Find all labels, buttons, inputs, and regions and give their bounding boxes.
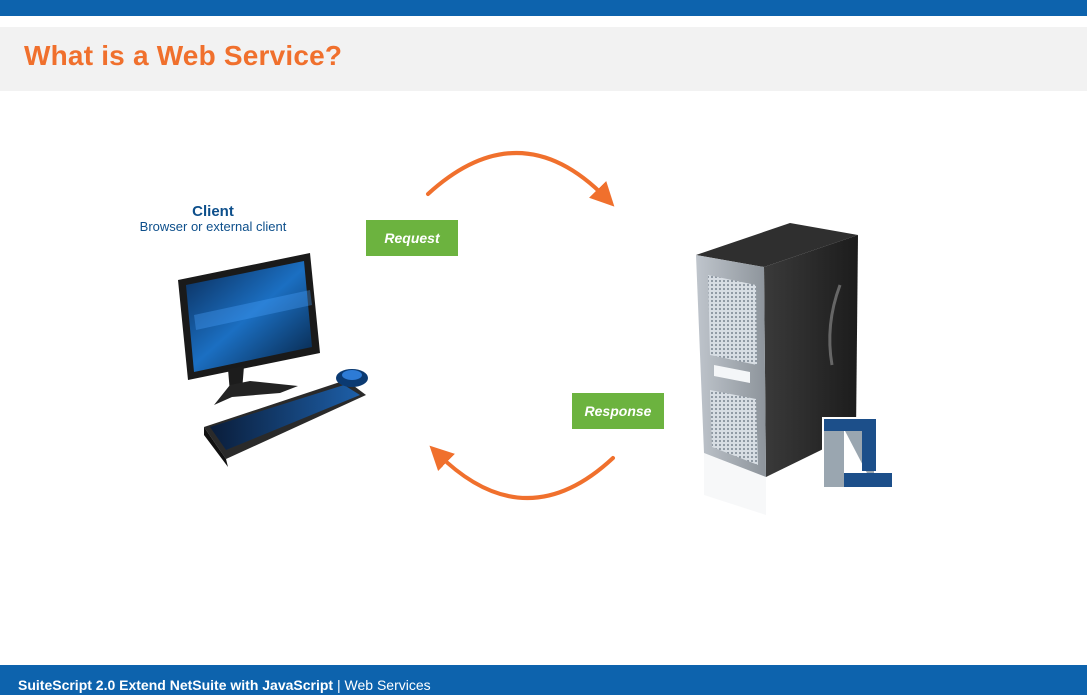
footer-bar: SuiteScript 2.0 Extend NetSuite with Jav… bbox=[0, 665, 1087, 695]
top-bar bbox=[0, 0, 1087, 16]
server-icon bbox=[696, 223, 858, 515]
slide-title: What is a Web Service? bbox=[24, 40, 343, 71]
footer-section: Web Services bbox=[344, 677, 431, 693]
response-arrow bbox=[429, 445, 615, 500]
client-subtitle: Browser or external client bbox=[139, 218, 287, 234]
footer-course: SuiteScript 2.0 Extend NetSuite with Jav… bbox=[18, 677, 334, 693]
title-band bbox=[0, 27, 1087, 91]
client-title: Client bbox=[192, 203, 234, 220]
request-arrow bbox=[426, 151, 615, 207]
netsuite-logo bbox=[822, 417, 894, 489]
client-label: Client Browser or external client bbox=[113, 204, 313, 233]
footer-separator: | bbox=[333, 677, 345, 693]
response-tag: Response bbox=[572, 393, 664, 429]
computer-icon bbox=[178, 253, 368, 467]
request-tag: Request bbox=[366, 220, 458, 256]
